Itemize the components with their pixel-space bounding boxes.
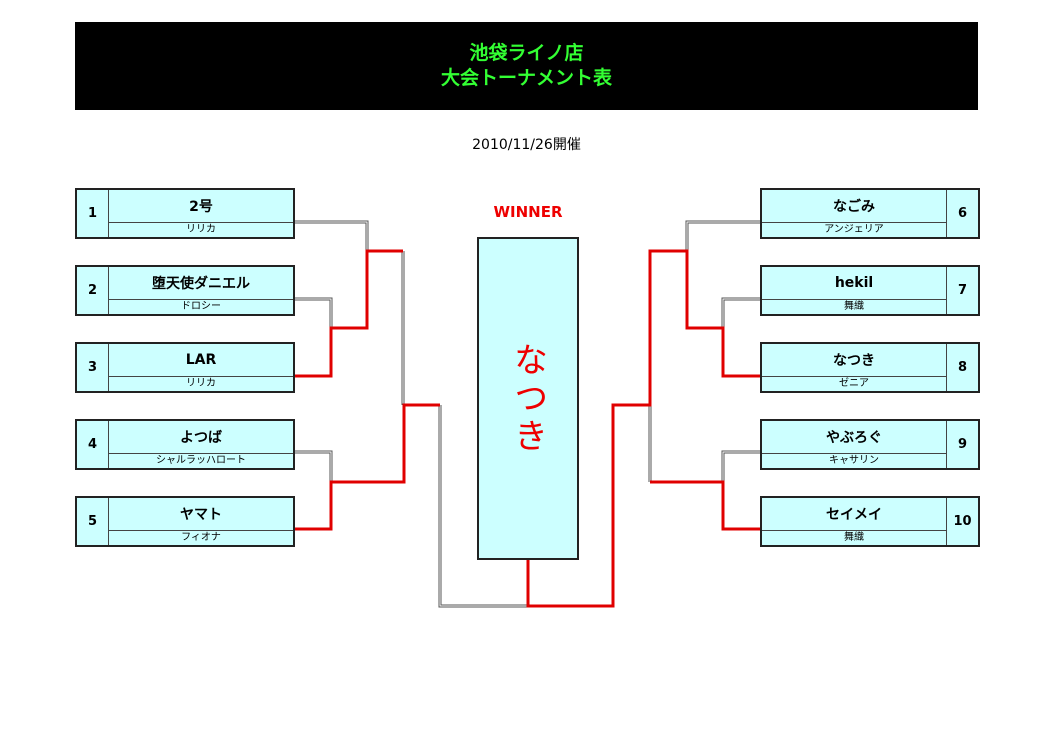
character-name: リリカ	[186, 224, 216, 235]
character-name: フィオナ	[181, 532, 221, 543]
seed: 5	[77, 498, 109, 545]
player-name: LAR	[109, 344, 293, 377]
character-name: ゼニア	[839, 378, 869, 389]
seed: 6	[946, 190, 978, 237]
character-name: リリカ	[186, 378, 216, 389]
player-name: なつき	[762, 344, 946, 377]
player-name: hekil	[762, 267, 946, 300]
character-name: 舞織	[844, 301, 864, 312]
winner-label: WINNER	[493, 203, 563, 221]
player-name: なごみ	[762, 190, 946, 223]
player-name: よつば	[109, 421, 293, 454]
character-name: アンジェリア	[824, 224, 884, 235]
seed: 7	[946, 267, 978, 314]
seed: 10	[946, 498, 978, 545]
title-line-2: 大会トーナメント表	[440, 67, 612, 89]
seed: 3	[77, 344, 109, 391]
player-name: やぶろぐ	[762, 421, 946, 454]
winner-name: なつき	[477, 237, 579, 560]
player-name: 堕天使ダニエル	[109, 267, 293, 300]
character-name: キャサリン	[829, 455, 879, 466]
player-name: 2号	[109, 190, 293, 223]
title-banner: 池袋ライノ店 大会トーナメント表	[75, 22, 978, 110]
character-name: 舞織	[844, 532, 864, 543]
seed: 9	[946, 421, 978, 468]
player-name: セイメイ	[762, 498, 946, 531]
seed: 2	[77, 267, 109, 314]
seed: 4	[77, 421, 109, 468]
event-date: 2010/11/26開催	[472, 137, 581, 153]
seed: 1	[77, 190, 109, 237]
character-name: ドロシー	[181, 301, 221, 312]
title-line-1: 池袋ライノ店	[469, 42, 584, 64]
seed: 8	[946, 344, 978, 391]
player-name: ヤマト	[109, 498, 293, 531]
character-name: シャルラッハロート	[156, 455, 246, 466]
